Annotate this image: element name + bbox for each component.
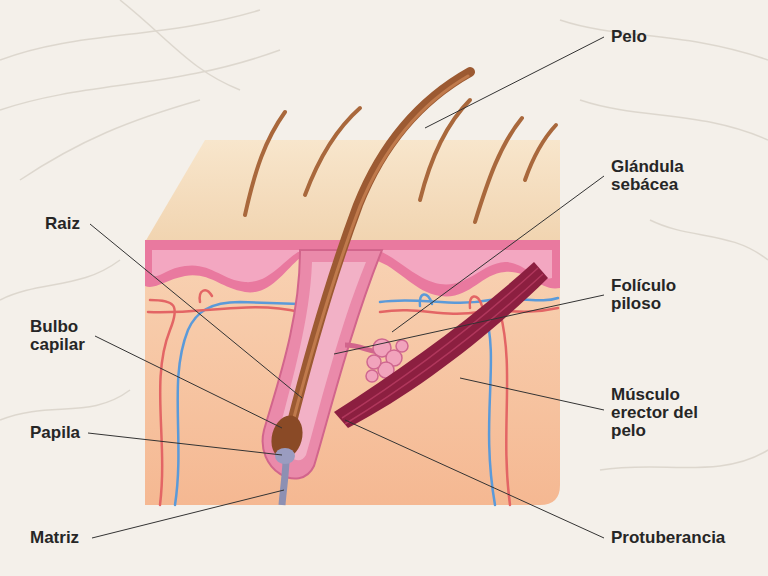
part-label: Glándula sebácea [611, 158, 711, 194]
part-label: Raiz [45, 215, 135, 233]
part-label: Protuberancia [611, 529, 761, 547]
part-label: Músculo erector del pelo [611, 386, 716, 440]
part-label: Folículo piloso [611, 277, 711, 313]
part-label: Matriz [30, 529, 120, 547]
part-label: Bulbo capilar [30, 318, 110, 354]
part-label: Papila [30, 424, 120, 442]
part-label: Pelo [611, 28, 751, 46]
